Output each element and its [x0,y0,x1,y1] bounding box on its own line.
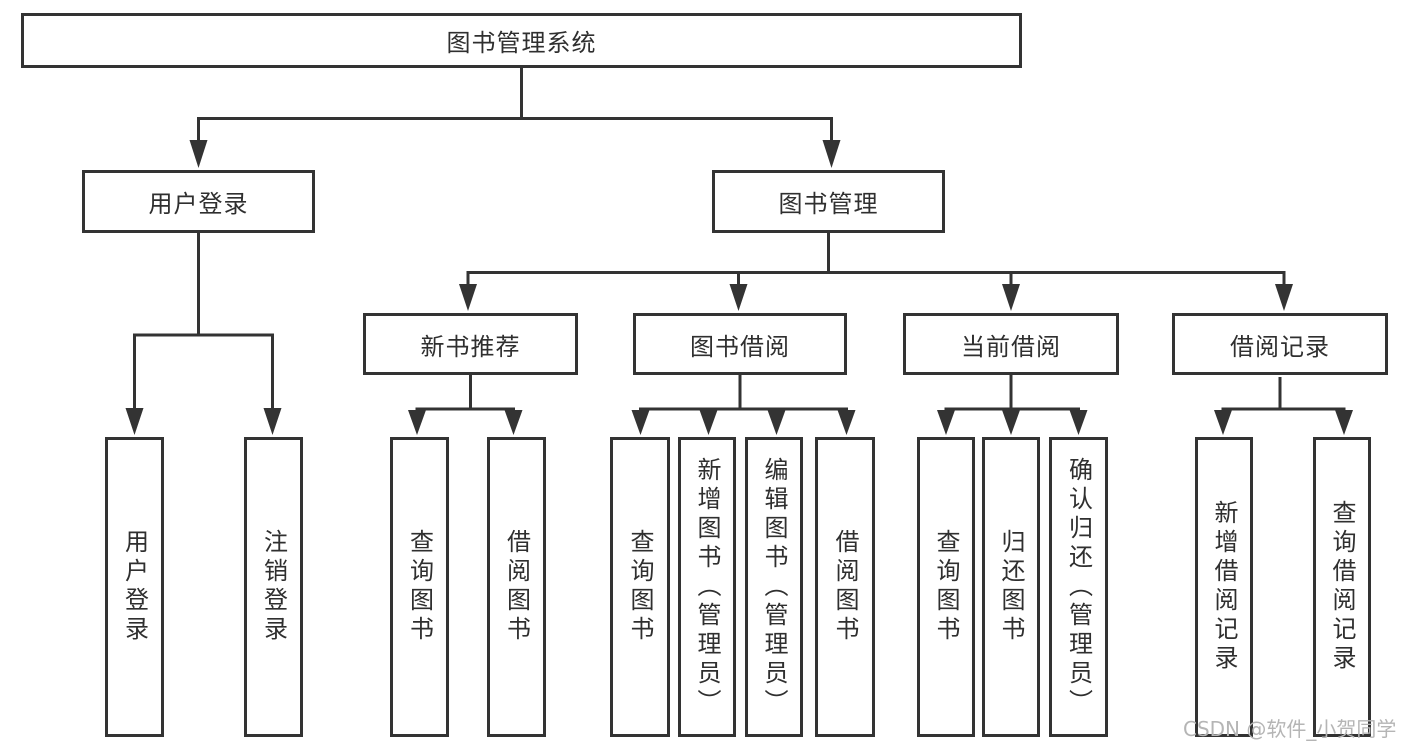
node-book-borrow: 图书借阅 [633,313,847,375]
leaf-bb-query-books-label: 查询图书 [626,529,654,645]
arrowhead-icon [263,408,282,435]
arrowhead-icon [1335,410,1353,435]
arrowhead-icon [1069,410,1088,435]
edge-book-management-children [459,233,1293,311]
leaf-nb-query-books-label: 查询图书 [405,529,434,645]
leaf-cb-return-books: 归还图书 [982,437,1040,737]
leaf-cb-query-books-label: 查询图书 [932,529,960,645]
leaf-nb-query-books: 查询图书 [390,437,449,737]
arrowhead-icon [837,410,856,435]
edge-root-to-level2 [189,68,841,168]
arrowhead-icon [459,284,477,311]
leaf-cb-return-books-label: 归还图书 [997,529,1025,645]
leaf-bb-add-books-admin: 新增图书（管理员） [678,437,736,737]
arrowhead-icon [408,410,426,435]
leaf-user-login: 用户登录 [105,437,164,737]
node-current-borrow: 当前借阅 [903,313,1119,375]
node-user-login: 用户登录 [82,170,315,233]
arrowhead-icon [699,410,718,435]
arrowhead-icon [729,284,748,311]
leaf-logout-label: 注销登录 [259,529,288,645]
arrowhead-icon [1002,410,1020,435]
leaf-bb-borrow-books-label: 借阅图书 [831,529,859,645]
node-new-book-recommend: 新书推荐 [363,313,578,375]
arrowhead-icon [504,410,523,435]
leaf-br-query-record-label: 查询借阅记录 [1328,500,1356,674]
edge-current-borrow-children [937,375,1088,435]
leaf-br-add-record: 新增借阅记录 [1195,437,1253,737]
leaf-br-query-record: 查询借阅记录 [1313,437,1371,737]
leaf-cb-confirm-return-admin-label: 确认归还（管理员） [1064,456,1093,718]
leaf-br-add-record-label: 新增借阅记录 [1210,500,1238,674]
edge-new-book-children [408,375,523,435]
edge-borrow-record-children [1214,377,1353,435]
node-library-system: 图书管理系统 [21,13,1022,68]
arrowhead-icon [1214,410,1232,435]
arrowhead-icon [767,410,786,435]
leaf-user-login-label: 用户登录 [120,529,149,645]
arrowhead-icon [1275,284,1293,311]
leaf-bb-add-books-admin-label: 新增图书（管理员） [693,456,721,718]
arrowhead-icon [189,140,208,168]
leaf-bb-edit-books-admin-label: 编辑图书（管理员） [760,456,788,718]
watermark: CSDN @软件_小贺同学 [1183,717,1397,741]
leaf-cb-confirm-return-admin: 确认归还（管理员） [1049,437,1108,737]
edge-user-login-children [125,233,282,435]
leaf-bb-query-books: 查询图书 [610,437,670,737]
leaf-logout: 注销登录 [244,437,303,737]
arrowhead-icon [822,140,841,168]
leaf-nb-borrow-books-label: 借阅图书 [502,529,531,645]
edge-book-borrow-children [631,375,856,435]
node-borrow-records: 借阅记录 [1172,313,1388,375]
node-book-management: 图书管理 [712,170,945,233]
leaf-bb-borrow-books: 借阅图书 [815,437,875,737]
leaf-cb-query-books: 查询图书 [917,437,975,737]
arrowhead-icon [125,408,144,435]
arrowhead-icon [631,410,650,435]
leaf-nb-borrow-books: 借阅图书 [487,437,546,737]
arrowhead-icon [937,410,955,435]
arrowhead-icon [1002,284,1020,311]
leaf-bb-edit-books-admin: 编辑图书（管理员） [745,437,803,737]
